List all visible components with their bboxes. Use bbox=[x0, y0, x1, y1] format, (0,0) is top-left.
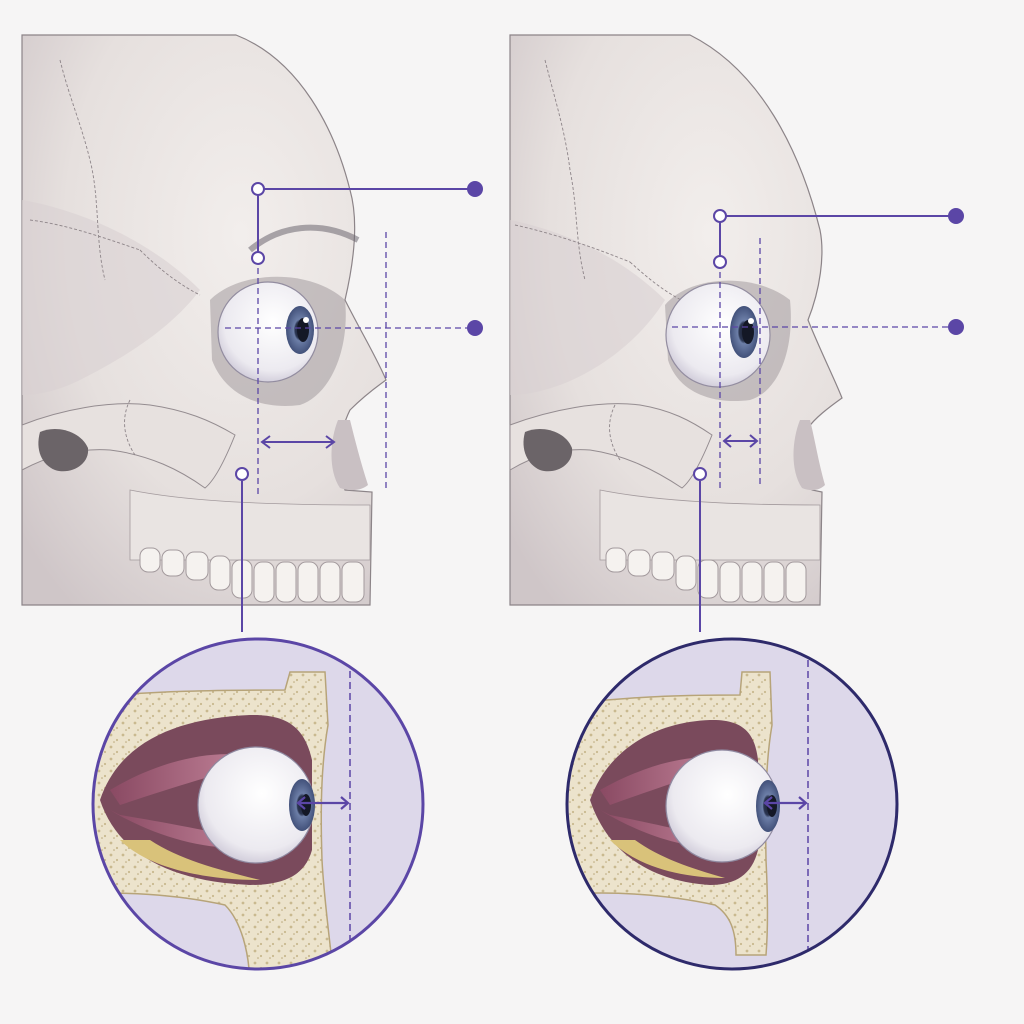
right-suture-lines bbox=[514, 59, 686, 461]
right-nasal-aperture bbox=[793, 420, 825, 491]
left-marker-eye-axis-end bbox=[467, 320, 483, 336]
right-maxilla bbox=[599, 489, 821, 561]
left-inset-arrowhead-left bbox=[296, 796, 306, 810]
left-ear-opening bbox=[38, 428, 89, 472]
right-teeth bbox=[605, 547, 807, 603]
left-inset-fat-pad bbox=[120, 840, 260, 880]
left-maxilla bbox=[129, 489, 371, 561]
left-brow-lashes bbox=[248, 224, 360, 253]
right-inset-arrowhead-right bbox=[798, 796, 808, 810]
right-projection-arrowhead-right bbox=[749, 434, 759, 448]
left-nasal-aperture bbox=[331, 420, 368, 491]
right-marker-eyelid bbox=[713, 255, 727, 269]
right-ear-opening bbox=[523, 428, 573, 472]
right-marker-brow bbox=[713, 209, 727, 223]
left-inset-arrowhead-right bbox=[340, 796, 350, 810]
left-eyeball bbox=[217, 281, 319, 383]
left-annotations bbox=[225, 188, 475, 632]
left-inset-border bbox=[91, 637, 425, 971]
left-projection-arrowhead-left bbox=[260, 435, 271, 449]
right-marker-cheek bbox=[693, 467, 707, 481]
left-pupil bbox=[297, 318, 309, 342]
right-annotations bbox=[672, 215, 956, 632]
right-skull-panel bbox=[509, 34, 964, 632]
left-marker-brow-end bbox=[467, 181, 483, 197]
left-marker-cheek bbox=[235, 467, 249, 481]
right-projection-arrowhead-left bbox=[722, 434, 732, 448]
right-pupil bbox=[742, 320, 754, 344]
left-temporal-fossa-shading bbox=[22, 200, 200, 395]
left-teeth bbox=[139, 547, 365, 603]
left-eye-highlight bbox=[303, 317, 309, 323]
left-zygomatic-arch bbox=[21, 403, 236, 489]
left-marker-brow bbox=[251, 182, 265, 196]
right-inset-fat-pad bbox=[610, 840, 725, 878]
left-inset-pupil bbox=[301, 794, 311, 816]
right-inset-arrowhead-left bbox=[763, 796, 773, 810]
right-inset-magnifier bbox=[565, 637, 899, 971]
left-inset-magnifier bbox=[91, 637, 425, 971]
left-projection-arrowhead-right bbox=[325, 435, 336, 449]
right-marker-eye-axis-end bbox=[948, 319, 964, 335]
right-eye-highlight bbox=[748, 318, 754, 324]
right-marker-brow-end bbox=[948, 208, 964, 224]
left-marker-eyelid bbox=[251, 251, 265, 265]
left-skull-panel bbox=[21, 34, 483, 632]
right-temporal-fossa-shading bbox=[510, 220, 665, 395]
right-inset-border bbox=[565, 637, 899, 971]
left-suture-lines bbox=[29, 59, 201, 456]
